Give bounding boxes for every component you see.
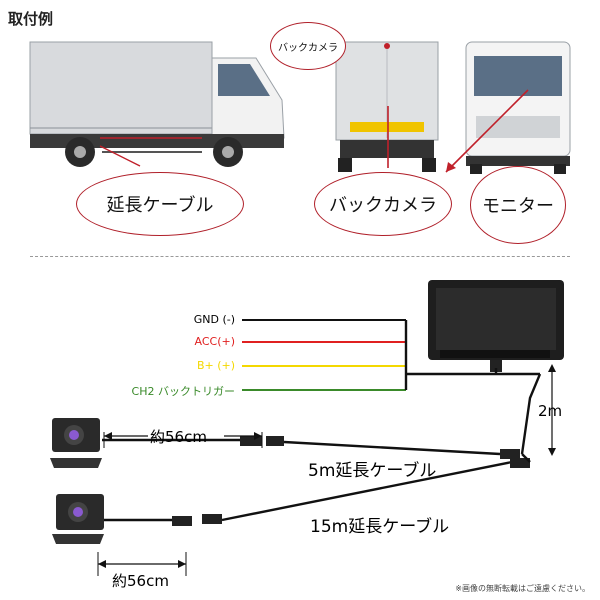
cable-length-top: 約56cm [150,428,207,446]
copyright-note: ※画像の無断転載はご遠慮ください。 [455,584,590,593]
callout-back-camera: バックカメラ [314,172,452,236]
truck-front-view [465,41,571,174]
extension-15m-label: 15m延長ケーブル [310,517,450,537]
wiring-diagram [50,280,564,576]
extension-5m-label: 5m延長ケーブル [308,461,437,481]
arrow-monitor [445,89,529,173]
page-title: 取付例 [8,10,54,28]
wire-label-ch2: CH2 バックトリガー [131,385,235,398]
truck-side-view [29,41,285,167]
callout-back-camera-small: バックカメラ [270,22,346,70]
wire-label-bplus: B+ (+) [196,359,235,372]
camera-top [50,418,102,468]
cable-length-bottom: 約56cm [112,572,169,590]
wire-label-gnd: GND (-) [193,313,235,326]
height-dimension: 2m [538,402,563,420]
callout-monitor: モニター [470,166,566,244]
truck-illustrations [29,41,571,174]
camera-bottom [52,494,104,544]
truck-rear-view [335,41,439,172]
callout-extension-cable: 延長ケーブル [76,172,244,236]
monitor-unit [428,280,564,372]
wire-label-acc: ACC(+) [194,335,236,348]
section-divider [30,256,570,257]
